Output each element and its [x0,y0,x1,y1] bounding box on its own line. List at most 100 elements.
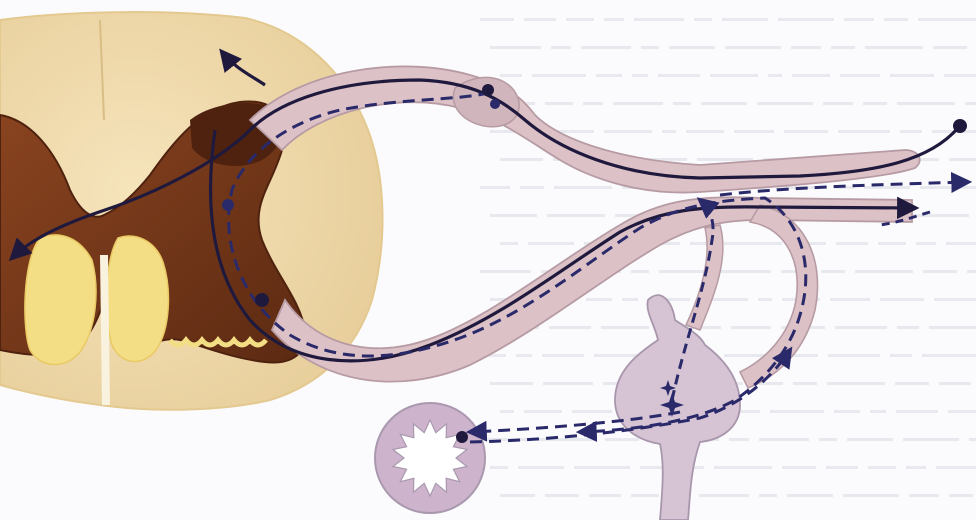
bleed-text-fragment [596,74,622,77]
bleed-text-fragment [792,74,830,77]
bleed-text-fragment [516,354,532,357]
bleed-text-fragment [480,270,531,273]
bleed-text-fragment [545,494,579,497]
ventral-funiculus-right [107,236,169,362]
lateral-horn-soma [222,199,234,211]
bleed-text-fragment [586,298,612,301]
bleed-text-fragment [828,354,880,357]
bleed-text-fragment [605,438,639,441]
bleed-text-fragment [518,466,564,469]
bleed-text-fragment [583,102,603,105]
bleed-text-fragment [524,410,562,413]
bleed-text-fragment [542,354,584,357]
bleed-text-fragment [840,74,880,77]
bleed-text-fragment [782,466,816,469]
bleed-text-fragment [778,18,834,21]
bleed-text-fragment [847,438,893,441]
bleed-text-fragment [865,46,923,49]
bleed-text-fragment [793,382,817,385]
bleed-text-fragment [895,382,929,385]
bleed-text-fragment [613,102,663,105]
bleed-text-fragment [864,186,910,189]
bleed-text-fragment [622,298,638,301]
bleed-text-fragment [697,158,753,161]
bleed-text-fragment [528,242,574,245]
bleed-text-fragment [604,18,624,21]
bleed-text-fragment [520,186,544,189]
bleed-text-fragment [906,466,926,469]
bleed-text-fragment [490,382,533,385]
bleed-text-fragment [673,102,691,105]
bleed-text-fragment [936,466,976,469]
bleed-text-fragment [835,326,887,329]
bleed-text-fragment [725,46,781,49]
bleed-text-fragment [896,410,938,413]
bleed-text-fragment [710,74,758,77]
bleed-text-fragment [946,242,976,245]
bleed-text-fragment [604,130,652,133]
bleed-text-fragment [827,382,885,385]
bleed-text-fragment [490,466,508,469]
bleed-text-fragment [500,74,522,77]
bleed-text-fragment [909,494,939,497]
bleed-text-fragment [722,18,768,21]
bleed-text-fragment [686,130,724,133]
bleed-text-fragment [884,18,908,21]
bleed-text-fragment [634,18,684,21]
bleed-text-fragment [913,214,969,217]
bleed-text-fragment [967,270,976,273]
bleed-text-fragment [929,326,976,329]
bleed-text-fragment [699,494,749,497]
bleed-text-fragment [819,438,837,441]
bleed-text-fragment [969,438,976,441]
bleed-text-fragment [547,214,605,217]
bleed-text-fragment [537,438,595,441]
bleed-text-fragment [834,410,860,413]
bleed-text-fragment [601,326,649,329]
bleed-text-fragment [500,242,518,245]
bleed-text-fragment [916,242,936,245]
bleed-text-fragment [890,354,912,357]
bleed-text-fragment [480,186,510,189]
bleed-text-fragment [662,130,676,133]
bleed-text-fragment [490,46,541,49]
intestine-wall-ending [456,431,468,443]
bleed-text-fragment [566,18,594,21]
bleed-text-fragment [922,354,976,357]
bleed-text-fragment [729,438,749,441]
bleed-text-fragment [965,102,976,105]
ramus-communicans [740,205,818,388]
bleed-text-fragment [500,410,514,413]
bleed-text-fragment [949,158,976,161]
bleed-text-fragment [830,298,870,301]
bleed-text-fragment [863,102,887,105]
bleed-text-fragment [890,74,934,77]
bleed-text-fragment [948,410,976,413]
bleed-text-fragment [500,494,535,497]
bleed-text-fragment [589,494,621,497]
bleed-text-fragment [714,466,772,469]
intestine-cross-section [375,403,485,513]
bleed-text-fragment [878,242,906,245]
bleed-text-fragment [831,46,855,49]
bleed-text-fragment [870,410,886,413]
bleed-text-fragment [731,326,771,329]
bleed-text-fragment [554,186,612,189]
bleed-text-fragment [734,130,774,133]
bleed-text-fragment [659,270,705,273]
bleed-text-fragment [944,74,976,77]
bleed-text-fragment [594,354,642,357]
bleed-text-fragment [933,46,967,49]
bleed-text-fragment [631,270,649,273]
bleed-text-fragment [844,18,874,21]
bleed-text-fragment [757,102,813,105]
bleed-text-fragment [480,18,514,21]
bleed-text-fragment [581,46,631,49]
bleed-text-fragment [868,466,896,469]
bleed-text-fragment [574,466,630,469]
bleed-text-fragment [768,74,782,77]
bleed-text-fragment [532,74,586,77]
bleed-text-fragment [715,270,771,273]
